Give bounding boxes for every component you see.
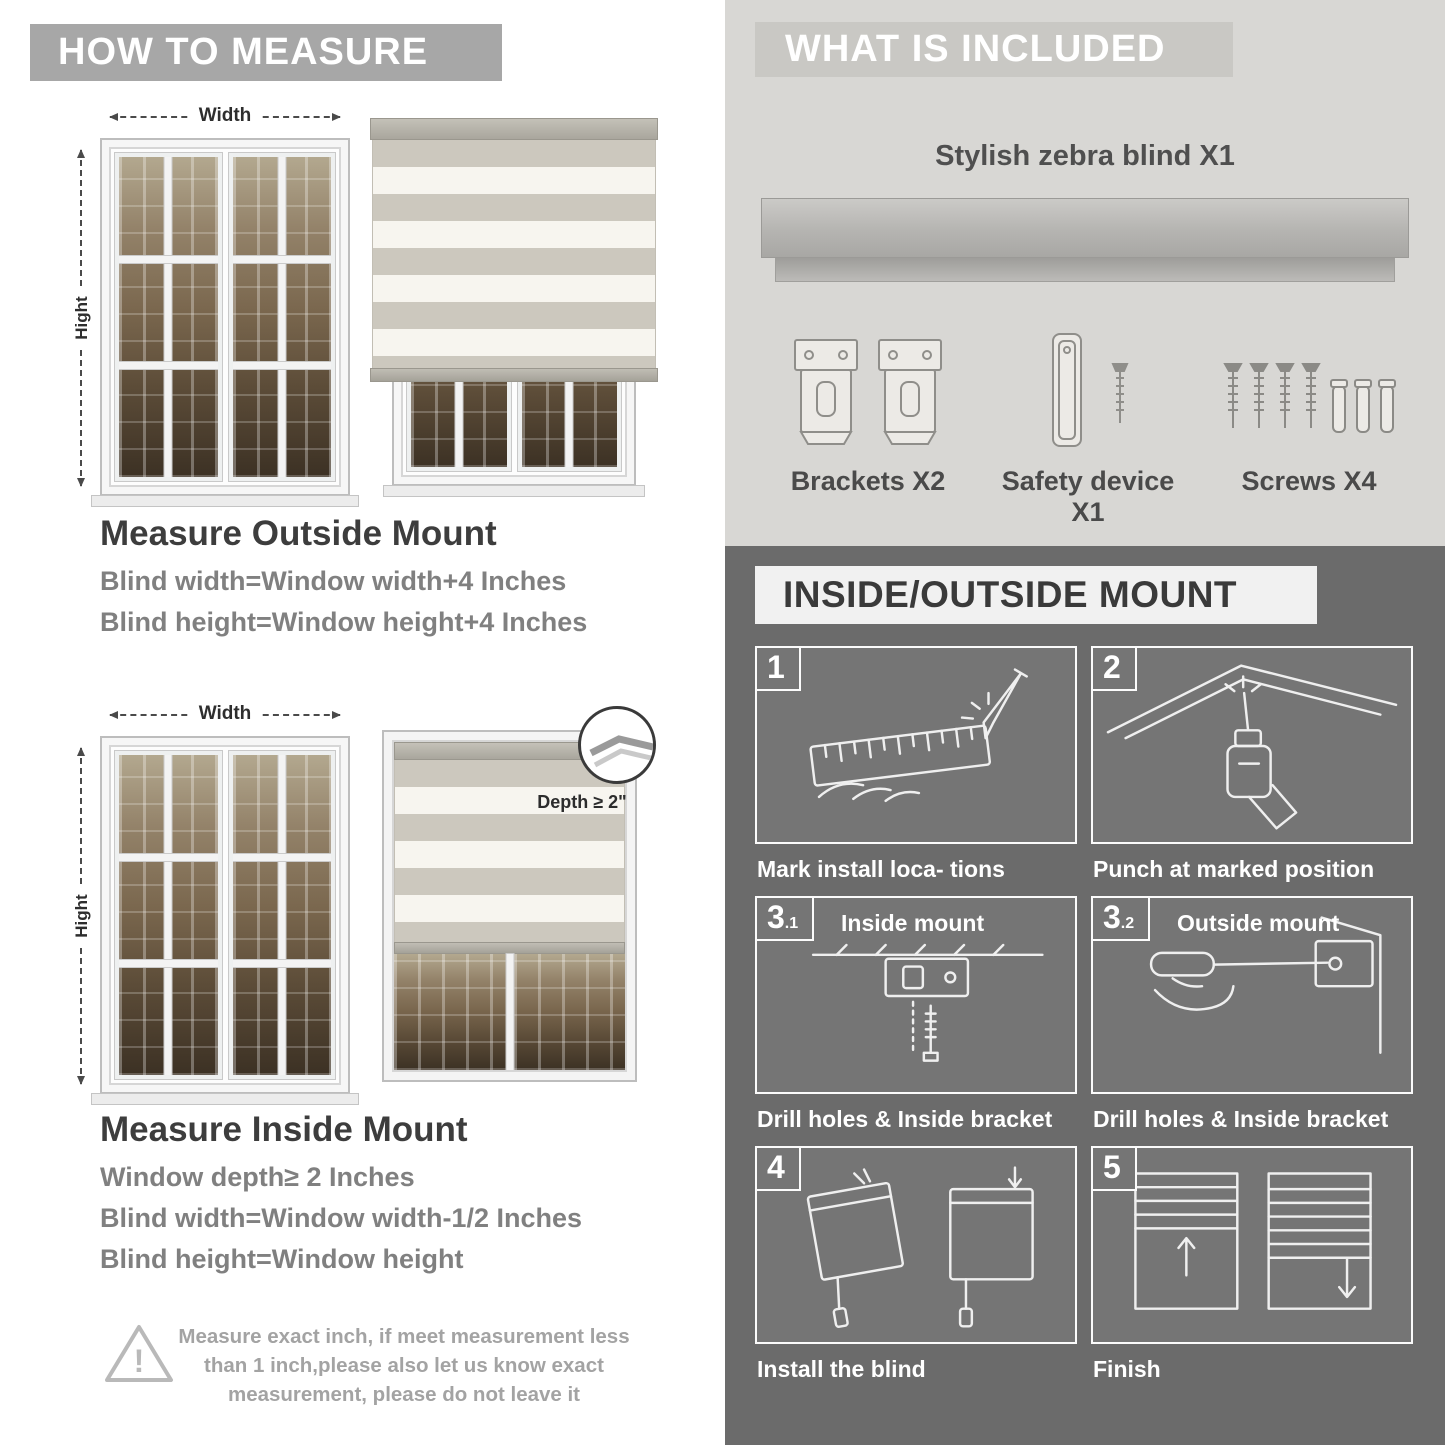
mount-steps-section: INSIDE/OUTSIDE MOUNT 1 xyxy=(725,546,1445,1445)
brackets-icon xyxy=(787,330,949,454)
inside-mount-rule-height: Blind height=Window height xyxy=(100,1244,464,1274)
step-title: Inside mount xyxy=(841,910,985,936)
step-caption: Drill holes & Inside bracket xyxy=(1093,1106,1389,1132)
screws-label: Screws X4 xyxy=(1241,466,1377,496)
brackets-label: Brackets X2 xyxy=(790,466,946,496)
step-panel-3-2: 3.2 Outside mount xyxy=(1091,896,1413,1094)
screws-icon xyxy=(1217,346,1401,452)
width-dimension-arrow: Width xyxy=(109,105,341,127)
mount-header: INSIDE/OUTSIDE MOUNT xyxy=(755,566,1317,624)
window-illustration xyxy=(91,138,359,507)
step-title: Outside mount xyxy=(1177,910,1340,936)
height-dimension-arrow: Hight xyxy=(72,747,92,1085)
inside-mount-rule-depth: Window depth≥ 2 Inches xyxy=(100,1162,415,1192)
safety-device-icon xyxy=(1031,328,1151,456)
warning-icon: ! xyxy=(103,1322,175,1386)
step-number: 2 xyxy=(1093,648,1137,692)
width-label: Width xyxy=(188,105,262,127)
step-caption: Mark install loca- tions xyxy=(757,856,1005,882)
step-caption: Install the blind xyxy=(757,1356,926,1382)
depth-callout-circle xyxy=(578,706,656,784)
width-dimension-arrow: Width xyxy=(109,703,341,725)
what-is-included-section: WHAT IS INCLUDED Stylish zebra blind X1 xyxy=(725,0,1445,546)
zebra-blind-inside-illustration: Depth ≥ 2" xyxy=(382,706,656,1082)
height-label: Hight xyxy=(72,884,92,948)
depth-callout-label: Depth ≥ 2" xyxy=(537,792,627,812)
step-number: 5 xyxy=(1093,1148,1137,1192)
window-illustration xyxy=(91,736,359,1105)
step-caption: Finish xyxy=(1093,1356,1161,1382)
inside-measure-figure: Width Hight xyxy=(70,698,670,1105)
inside-mount-rule-width: Blind width=Window width-1/2 Inches xyxy=(100,1203,583,1233)
step-caption: Punch at marked position xyxy=(1093,856,1375,882)
install-blind-icon xyxy=(806,1166,1034,1328)
blind-headrail-lip xyxy=(775,258,1395,282)
safety-device-label: Safety device X1 xyxy=(1001,466,1175,527)
outside-mount-rule-height: Blind height=Window height+4 Inches xyxy=(100,607,588,637)
outside-measure-figure: Width Hight xyxy=(70,100,670,507)
finish-blinds-icon xyxy=(1134,1172,1372,1310)
step-number: 4 xyxy=(757,1148,801,1192)
warning-mark: ! xyxy=(134,1343,145,1379)
step-panel-5: 5 xyxy=(1091,1146,1413,1344)
outside-mount-title: Measure Outside Mount xyxy=(100,514,497,553)
height-label: Hight xyxy=(72,286,92,350)
height-dimension-arrow: Hight xyxy=(72,149,92,487)
step-panel-4: 4 xyxy=(755,1146,1077,1344)
step-number: 3.2 xyxy=(1093,898,1151,942)
outside-bracket-icon xyxy=(1149,916,1382,1055)
step-caption: Drill holes & Inside bracket xyxy=(757,1106,1053,1132)
what-is-included-header: WHAT IS INCLUDED xyxy=(755,22,1233,77)
drill-icon xyxy=(1106,664,1398,830)
zebra-blind-outside-illustration xyxy=(370,118,658,497)
step-panel-3-1: 3.1 Inside mount xyxy=(755,896,1077,1094)
step-number: 3.1 xyxy=(757,898,815,942)
product-name: Stylish zebra blind X1 xyxy=(935,140,1235,172)
width-label: Width xyxy=(188,703,262,725)
inside-bracket-icon xyxy=(811,943,1044,1062)
ruler-marking-icon xyxy=(809,668,1028,803)
step-panel-1: 1 xyxy=(755,646,1077,844)
step-panel-2: 2 xyxy=(1091,646,1413,844)
how-to-measure-header: HOW TO MEASURE xyxy=(30,24,502,81)
blind-headrail-illustration xyxy=(761,198,1409,258)
step-number: 1 xyxy=(757,648,801,692)
inside-mount-title: Measure Inside Mount xyxy=(100,1110,468,1149)
outside-mount-rule-width: Blind width=Window width+4 Inches xyxy=(100,566,567,596)
measurement-note: Measure exact inch, if meet measurement … xyxy=(178,1325,630,1407)
